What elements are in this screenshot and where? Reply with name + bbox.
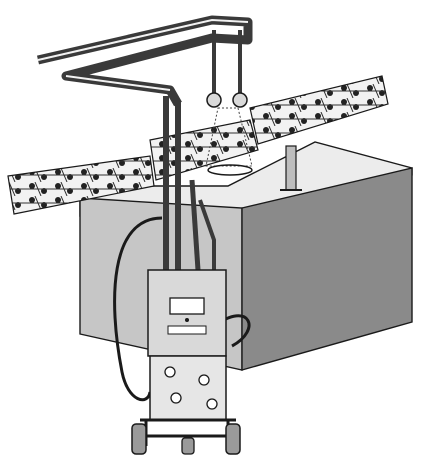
spray-target bbox=[207, 164, 253, 176]
left-wheel bbox=[131, 423, 147, 455]
pressure-gauge-3 bbox=[170, 392, 182, 404]
support-post bbox=[285, 145, 297, 191]
spray-gun-right bbox=[232, 92, 248, 108]
spray-gun-left bbox=[206, 92, 222, 108]
looping-hose bbox=[113, 216, 163, 402]
pressure-gauge-4 bbox=[206, 398, 218, 410]
left-solar-truss bbox=[7, 155, 155, 215]
boom-arm bbox=[36, 15, 253, 107]
front-caster bbox=[181, 437, 195, 455]
hose-to-box bbox=[198, 199, 216, 270]
display-screen bbox=[169, 297, 205, 315]
pressure-gauge-1 bbox=[164, 366, 176, 378]
boom-arm-inner bbox=[37, 18, 249, 91]
vertical-hose-right bbox=[189, 179, 201, 271]
cabinet-knob bbox=[185, 318, 189, 322]
pump-cabinet bbox=[149, 355, 227, 421]
right-solar-truss bbox=[249, 75, 389, 145]
control-panel-strip bbox=[167, 325, 207, 335]
right-wheel bbox=[225, 423, 241, 455]
spray-cone bbox=[205, 107, 253, 167]
pressure-gauge-2 bbox=[198, 374, 210, 386]
